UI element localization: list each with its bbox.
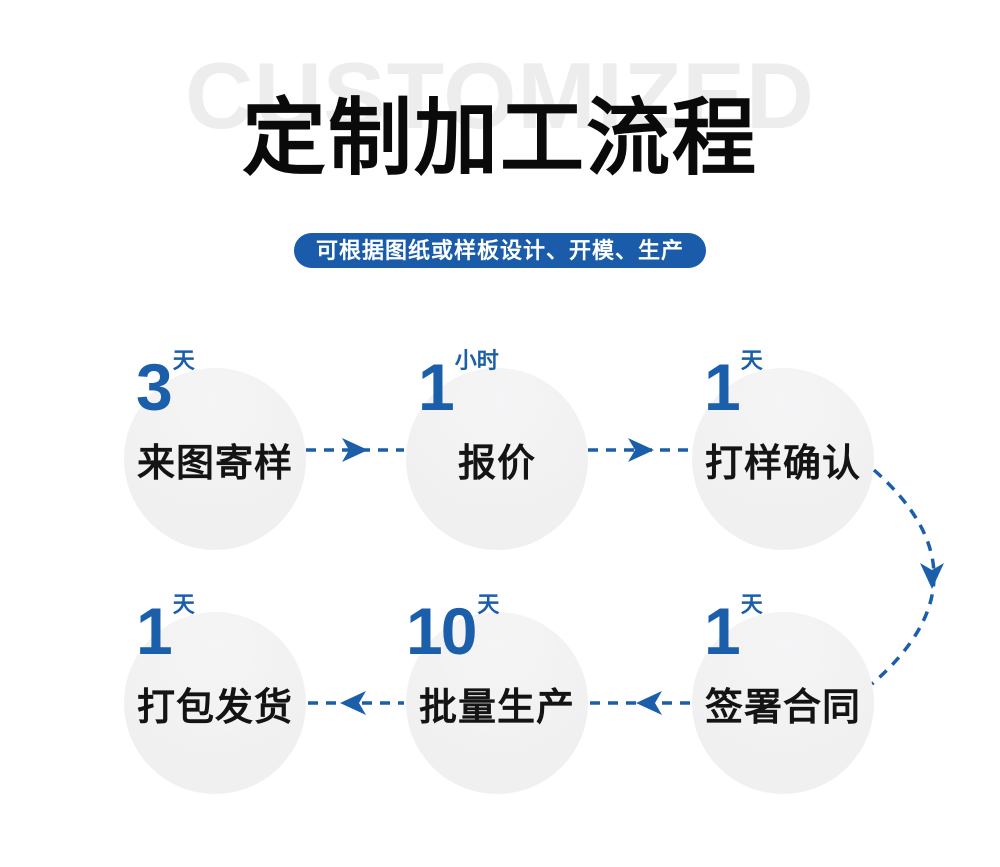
step-sample-confirmation: 1 天 打样确认 bbox=[692, 350, 874, 550]
step-label: 批量生产 bbox=[418, 686, 575, 729]
subtitle-banner: 可根据图纸或样板设计、开模、生产 bbox=[293, 233, 707, 268]
step-duration: 1 天 bbox=[704, 594, 763, 668]
duration-unit: 小时 bbox=[454, 348, 499, 373]
duration-unit: 天 bbox=[172, 592, 195, 617]
arrow-step1-step2 bbox=[306, 438, 404, 462]
step-label: 报价 bbox=[457, 442, 536, 485]
duration-unit: 天 bbox=[740, 348, 763, 373]
page-title: 定制加工流程 bbox=[241, 91, 758, 185]
step-circle: 打包发货 bbox=[124, 612, 306, 794]
step-send-drawings-samples: 3 天 来图寄样 bbox=[124, 350, 306, 550]
step-circle: 报价 bbox=[406, 368, 588, 550]
duration-value: 1 bbox=[418, 350, 455, 424]
step-duration: 1 天 bbox=[704, 350, 763, 424]
arrowhead-down-icon bbox=[920, 563, 944, 589]
watermark-text: CUSTOMIZED bbox=[185, 43, 815, 148]
duration-value: 1 bbox=[136, 594, 173, 668]
step-duration: 1 小时 bbox=[418, 350, 499, 424]
duration-value: 1 bbox=[704, 350, 741, 424]
duration-value: 1 bbox=[704, 594, 741, 668]
step-quotation: 1 小时 报价 bbox=[406, 350, 588, 550]
duration-unit: 天 bbox=[740, 592, 763, 617]
step-label: 打包发货 bbox=[136, 686, 293, 729]
arrowhead-right-icon bbox=[342, 438, 368, 462]
duration-unit: 天 bbox=[172, 348, 195, 373]
step-circle: 打样确认 bbox=[692, 368, 874, 550]
step-circle: 签署合同 bbox=[692, 612, 874, 794]
arrow-step4-step5 bbox=[590, 691, 690, 715]
arrow-step5-step6 bbox=[308, 691, 404, 715]
arrowhead-left-icon bbox=[340, 691, 366, 715]
step-label: 来图寄样 bbox=[136, 442, 293, 485]
step-duration: 10 天 bbox=[406, 594, 499, 668]
duration-value: 10 bbox=[406, 594, 477, 668]
arrow-step3-step4-curve bbox=[870, 468, 944, 686]
step-label: 签署合同 bbox=[704, 686, 861, 729]
step-mass-production: 10 天 批量生产 bbox=[406, 594, 588, 794]
step-pack-and-ship: 1 天 打包发货 bbox=[124, 594, 306, 794]
step-circle: 来图寄样 bbox=[124, 368, 306, 550]
arrow-step2-step3 bbox=[588, 438, 692, 462]
arrowhead-right-icon bbox=[628, 438, 654, 462]
step-duration: 1 天 bbox=[136, 594, 195, 668]
step-sign-contract: 1 天 签署合同 bbox=[692, 594, 874, 794]
duration-value: 3 bbox=[136, 350, 173, 424]
step-circle: 批量生产 bbox=[406, 612, 588, 794]
step-duration: 3 天 bbox=[136, 350, 195, 424]
arrowhead-left-icon bbox=[636, 691, 662, 715]
duration-unit: 天 bbox=[477, 592, 500, 617]
step-label: 打样确认 bbox=[704, 442, 861, 485]
